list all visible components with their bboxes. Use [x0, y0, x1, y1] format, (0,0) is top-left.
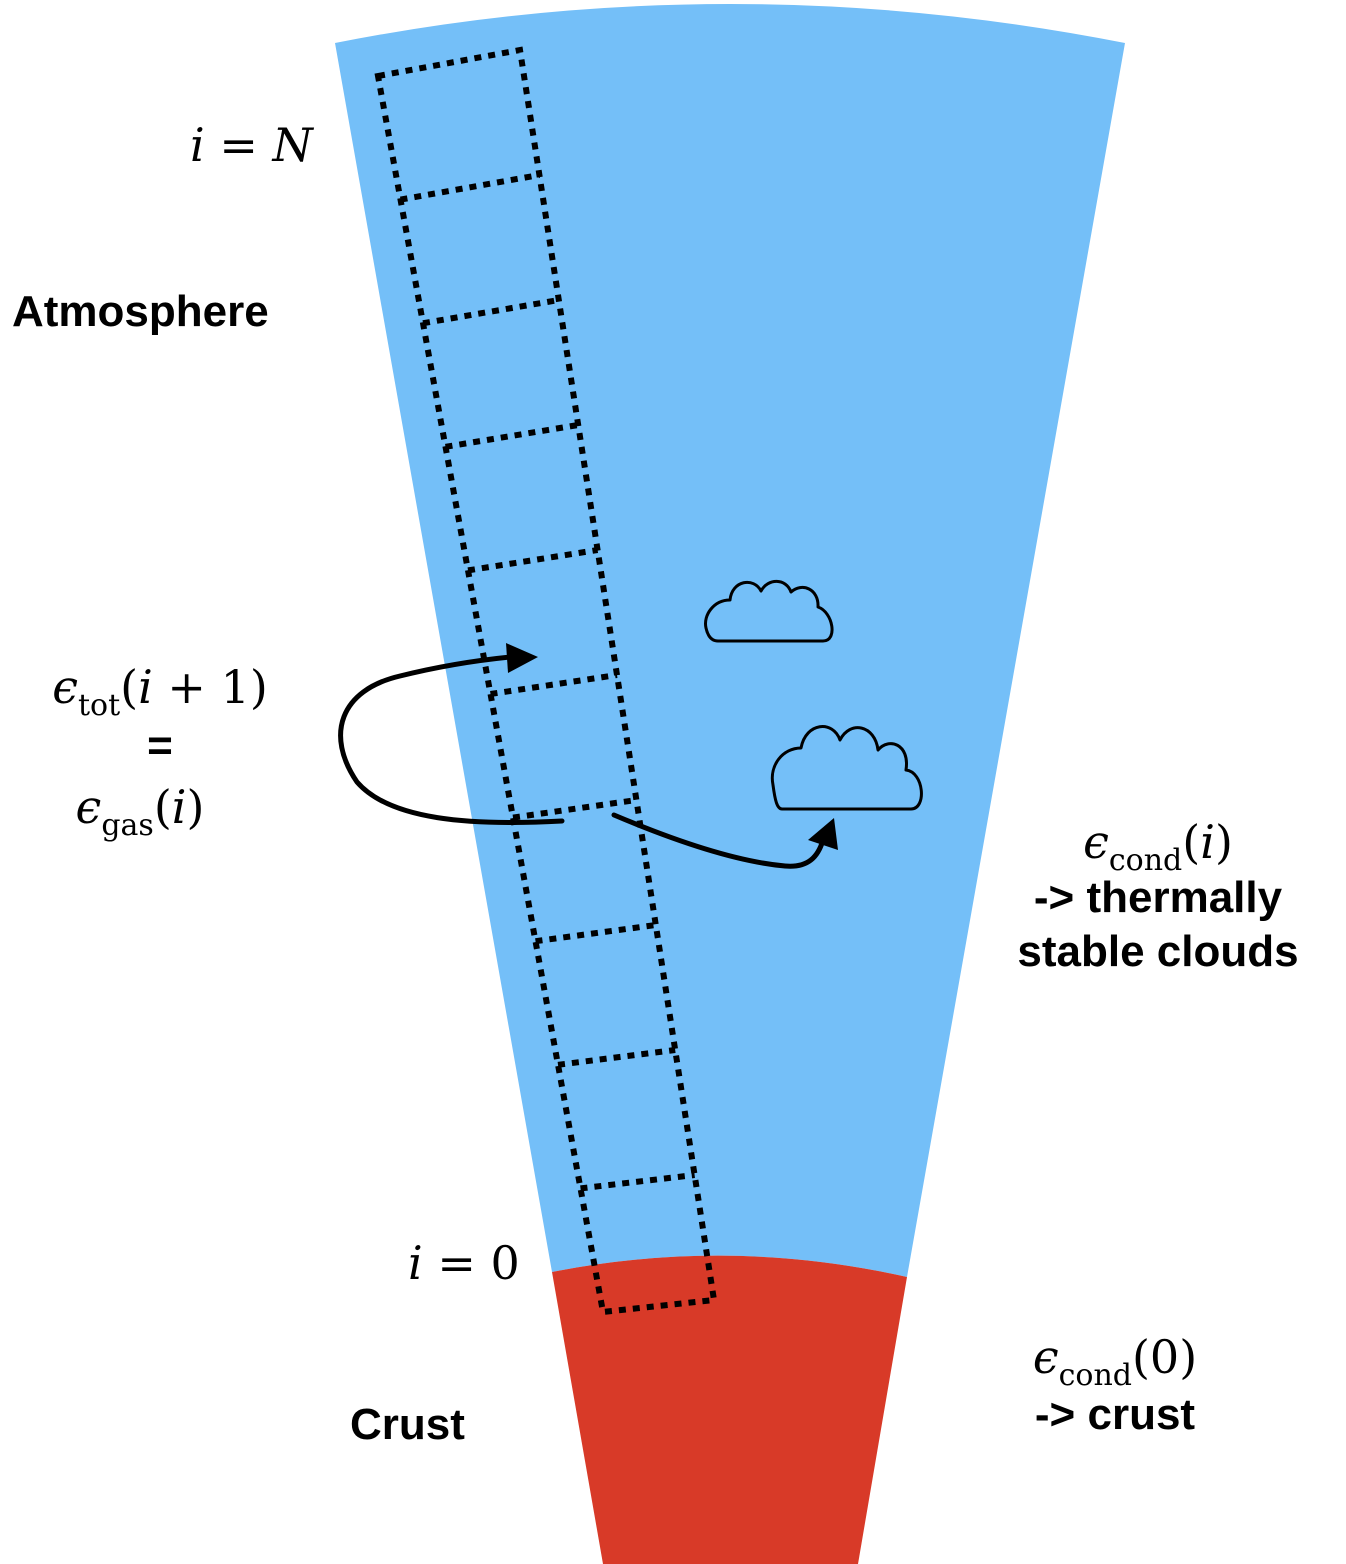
top-index-label: i = N — [190, 118, 313, 172]
crust-line-2: -> crust — [1034, 1390, 1196, 1439]
layer-divider — [399, 172, 540, 203]
large-cloud-icon — [770, 725, 923, 811]
recycle-arrow-head — [506, 643, 538, 673]
layer-divider — [580, 1172, 695, 1192]
layer-divider — [422, 297, 560, 327]
atmosphere-label: Atmosphere — [12, 287, 269, 336]
small-cloud-icon — [704, 579, 834, 643]
cloud-condensation-label: ϵcond(i) -> thermally stable clouds — [968, 815, 1346, 979]
crust-label: Crust — [350, 1400, 465, 1449]
layer-divider — [535, 922, 657, 945]
eps-tot-expression: ϵtot(i + 1) — [52, 660, 268, 723]
layer-divider — [557, 1047, 676, 1068]
recycle-arrow — [338, 654, 565, 826]
clouds-line-2: -> thermally — [1033, 873, 1283, 922]
eps-cond-0-expression: ϵcond(0) — [1032, 1330, 1198, 1393]
bottom-index-label: i = 0 — [408, 1236, 520, 1290]
eps-gas-expression: ϵgas(i) — [75, 780, 205, 843]
equals-sign: = — [147, 721, 173, 770]
eps-cond-i-expression: ϵcond(i) — [1083, 815, 1233, 878]
atmospheric-layer-column — [374, 46, 718, 1316]
crust-wedge — [552, 1255, 907, 1564]
crust-condensation-label: ϵcond(0) -> crust — [990, 1330, 1240, 1442]
layer-divider — [445, 422, 579, 450]
condensation-arrow-head — [808, 818, 838, 850]
clouds-line-3: stable clouds — [1017, 927, 1299, 976]
layer-divider — [512, 797, 637, 821]
condensation-arrow — [611, 812, 826, 869]
gas-recycle-equation: ϵtot(i + 1) = ϵgas(i) — [0, 660, 320, 843]
